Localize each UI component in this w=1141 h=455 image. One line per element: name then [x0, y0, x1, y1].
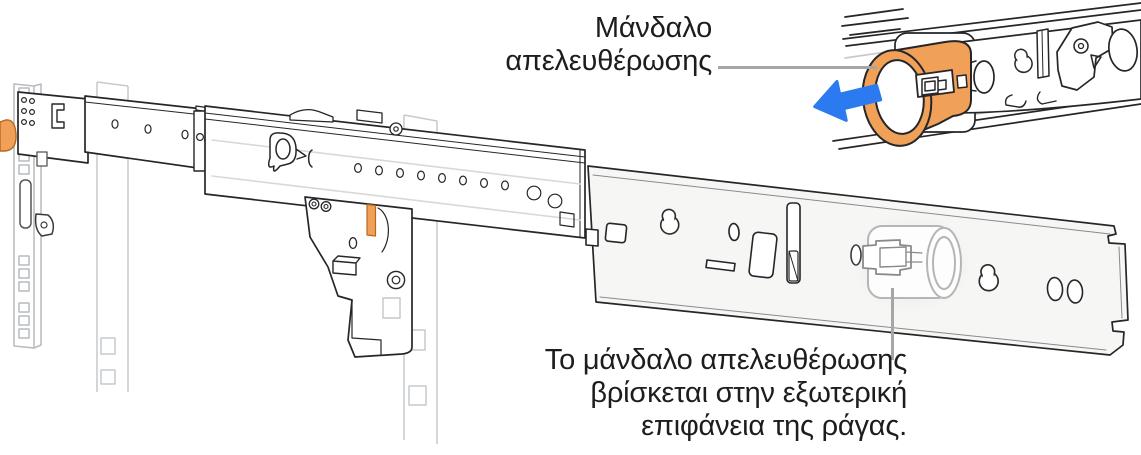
release-latch-orange [861, 40, 972, 147]
slide-rail-assembly [17, 91, 586, 239]
release-latch-label: Μάνδαλο απελευθέρωσης [470, 12, 712, 78]
mounting-bracket [304, 196, 413, 358]
latch-location-caption: Το μάνδαλο απελευθέρωσης βρίσκεται στην … [490, 344, 907, 443]
orange-indicator-strip [366, 203, 377, 237]
release-latch-label-line: Μάνδαλο [594, 12, 712, 44]
motion-lines [841, 8, 909, 36]
outer-rail-panel [585, 165, 1129, 356]
caption-line: Το μάνδαλο απελευθέρωσης [544, 344, 907, 376]
caption-line: επιφάνεια της ράγας. [641, 410, 907, 442]
left-arrow-icon [813, 79, 883, 122]
release-latch-closeup [832, 2, 1141, 150]
release-latch-highlight [849, 211, 973, 315]
caption-line: βρίσκεται στην εξωτερική [590, 377, 907, 409]
orange-latch-tab [0, 119, 17, 152]
release-latch-label-line: απελευθέρωσης [505, 45, 712, 77]
